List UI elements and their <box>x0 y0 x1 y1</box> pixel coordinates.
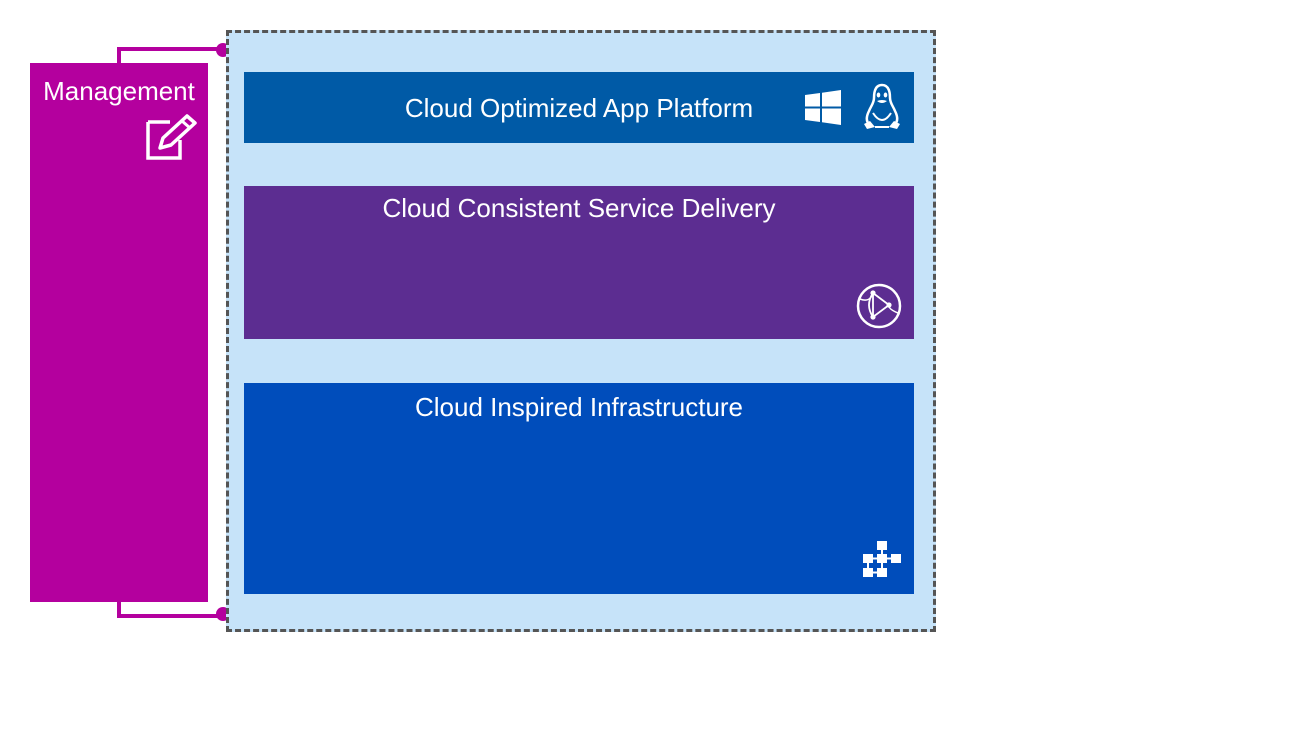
infrastructure-grid-icon <box>863 541 901 577</box>
layer-app-platform: Cloud Optimized App Platform <box>244 72 914 143</box>
service-network-icon <box>856 283 902 329</box>
management-connector-bottom <box>117 602 226 618</box>
linux-penguin-icon <box>864 83 900 129</box>
management-panel: Management <box>30 63 208 602</box>
management-connector-top <box>117 47 226 67</box>
layer-title: Cloud Consistent Service Delivery <box>382 193 776 223</box>
layer-infrastructure: Cloud Inspired Infrastructure <box>244 383 914 594</box>
edit-icon <box>146 114 197 160</box>
layer-service-delivery: Cloud Consistent Service Delivery <box>244 186 914 339</box>
layer-title: Cloud Inspired Infrastructure <box>414 392 744 422</box>
windows-logo-icon <box>805 90 841 125</box>
management-label: Management <box>43 76 195 106</box>
layer-title: Cloud Optimized App Platform <box>404 93 754 123</box>
